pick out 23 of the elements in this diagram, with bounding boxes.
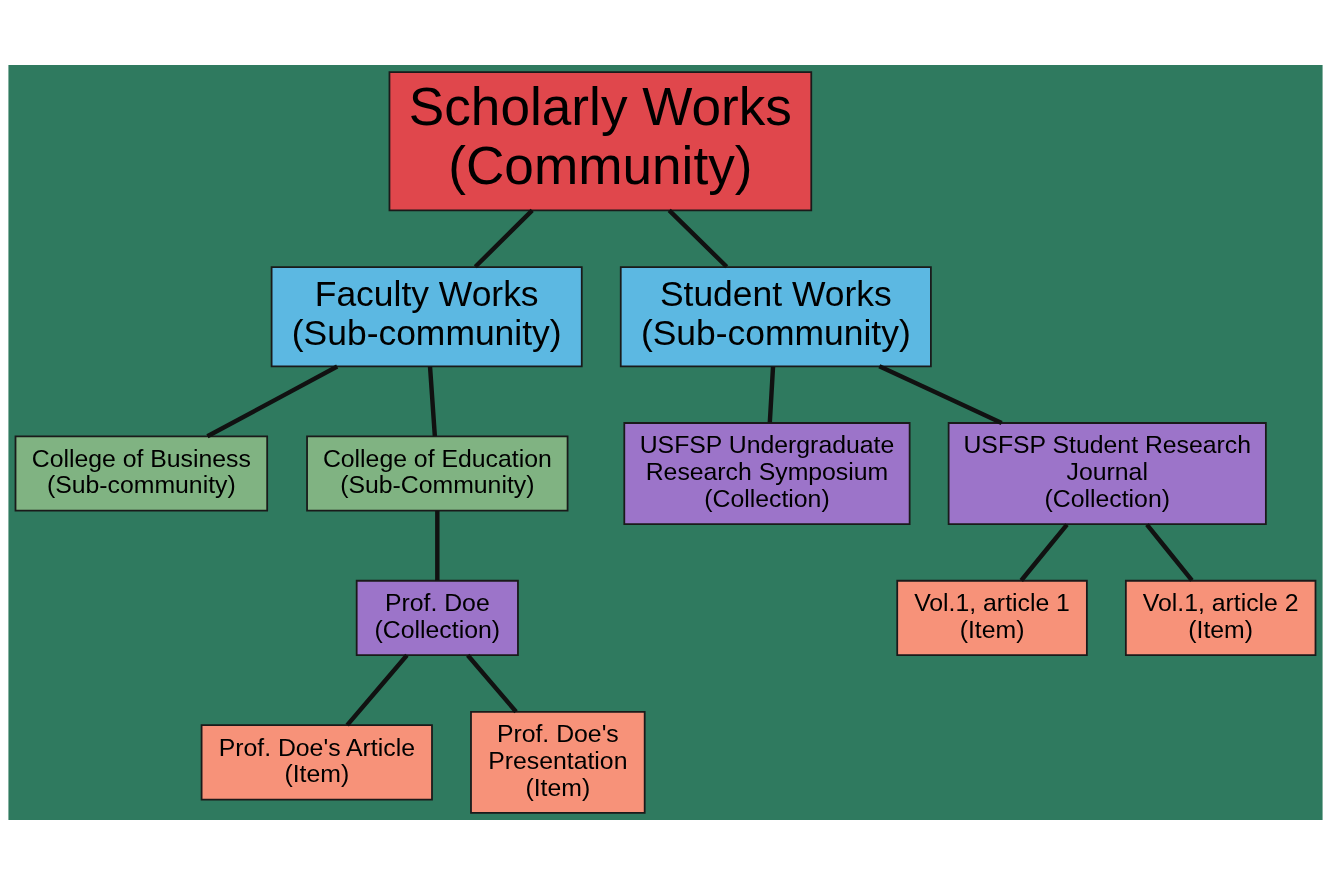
node-box: Prof. Doe's Presentation (Item) <box>470 710 646 814</box>
connector <box>206 364 339 438</box>
node-box: Scholarly Works (Community) <box>388 70 813 211</box>
connector <box>878 363 1003 425</box>
node-box: Student Works (Sub-community) <box>619 265 932 367</box>
connector <box>1145 522 1194 582</box>
connector <box>427 366 438 436</box>
connector <box>1019 522 1069 582</box>
connector <box>767 366 776 423</box>
connector <box>345 653 409 727</box>
node-box: College of Education (Sub-Community) <box>306 434 569 512</box>
node-box: USFSP Student Research Journal (Collection) <box>947 421 1267 525</box>
connector <box>667 208 729 268</box>
node-box: Prof. Doe (Collection) <box>355 579 519 656</box>
connector <box>435 510 440 581</box>
node-box: Vol.1, article 1 (Item) <box>896 579 1088 656</box>
node-box: Faculty Works (Sub-community) <box>270 265 583 367</box>
node-box: USFSP Undergraduate Research Symposium (Collection) <box>623 421 911 525</box>
connector <box>473 208 534 268</box>
node-box: Prof. Doe's Article (Item) <box>200 723 433 800</box>
node-box: College of Business (Sub-community) <box>14 434 269 512</box>
connector <box>466 653 518 713</box>
node-box: Vol.1, article 2 (Item) <box>1124 579 1317 656</box>
